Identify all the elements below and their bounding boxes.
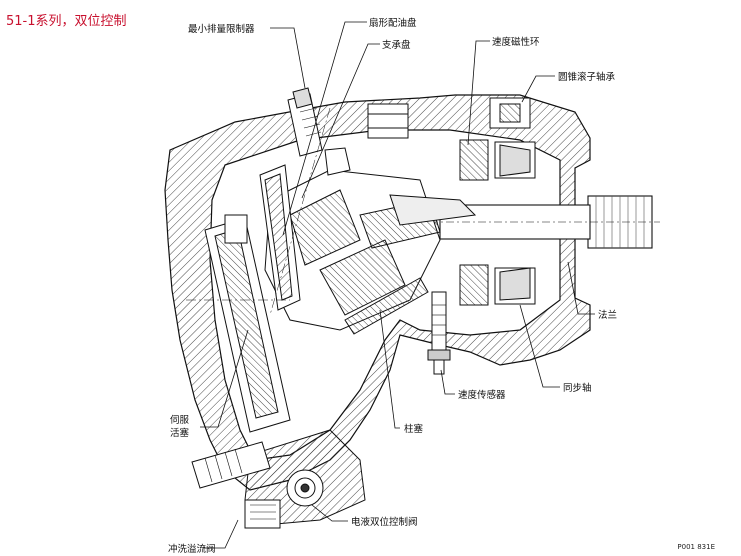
label-tapered-roller-bearing: 圆锥滚子轴承	[558, 71, 616, 83]
label-support-plate: 支承盘	[382, 39, 411, 51]
leader-lines	[200, 21, 595, 549]
label-servo-piston-1: 伺服	[170, 414, 190, 426]
tapered-bearings	[459, 97, 536, 306]
label-electro-hydraulic-valve: 电液双位控制阀	[351, 516, 418, 528]
figure-code: P001 831E	[677, 543, 715, 551]
cylinder-block	[259, 147, 477, 331]
label-flange: 法兰	[598, 309, 617, 321]
control-valve-part	[244, 429, 366, 529]
label-flush-relief-valve: 冲洗溢流阀	[168, 543, 216, 555]
servo-piston	[204, 214, 291, 433]
speed-sensor-part	[427, 291, 451, 375]
label-displacement-limiter: 最小排量限制器	[188, 23, 255, 35]
label-servo-piston-2: 活塞	[170, 427, 190, 439]
centre-lines	[186, 107, 331, 316]
diagram-title: 51-1系列，双位控制	[6, 14, 127, 29]
label-swash-oil-plate: 扇形配油盘	[369, 17, 417, 29]
plunger	[344, 277, 429, 335]
label-sync-shaft: 同步轴	[563, 382, 592, 394]
displacement-limiter	[287, 87, 323, 157]
output-shaft	[430, 195, 660, 249]
label-speed-sensor: 速度传感器	[458, 389, 506, 401]
top-port	[367, 103, 409, 139]
label-speed-magnetic-ring: 速度磁性环	[492, 36, 540, 48]
flush-valve-part	[191, 441, 271, 489]
label-plunger: 柱塞	[404, 423, 424, 435]
